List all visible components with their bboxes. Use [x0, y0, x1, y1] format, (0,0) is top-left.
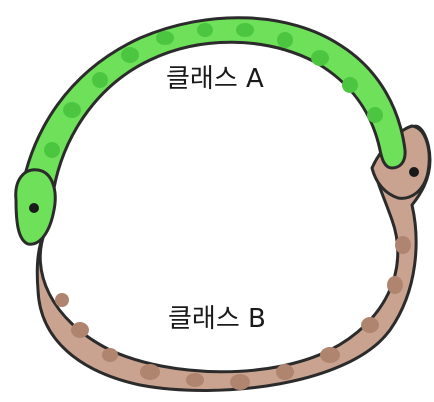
- brown-snake-spots: [55, 236, 411, 390]
- top-snake-label: 클래스 A: [166, 64, 264, 94]
- bottom-snake-label: 클래스 B: [168, 304, 266, 334]
- green-snake-spots: [33, 23, 383, 193]
- green-snake-eye-icon: [29, 203, 39, 213]
- brown-snake-body: [35, 124, 432, 392]
- brown-snake-eye-icon: [409, 167, 419, 177]
- green-snake-body: [18, 16, 407, 242]
